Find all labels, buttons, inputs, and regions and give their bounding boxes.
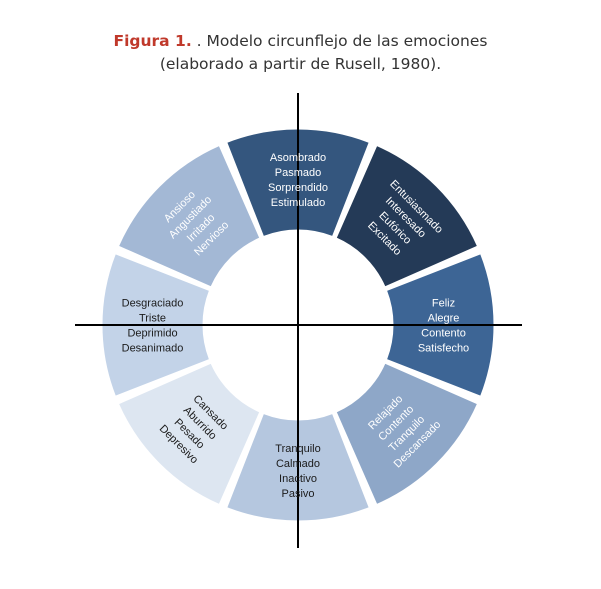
- emotion-word: Deprimido: [127, 328, 177, 340]
- figure-title: . Modelo circunflejo de las emociones: [196, 32, 488, 50]
- figure-subtitle: (elaborado a partir de Rusell, 1980).: [159, 55, 442, 73]
- emotion-word: Pasmado: [275, 167, 321, 179]
- emotion-word: Calmado: [276, 458, 320, 470]
- figure-caption: Figura 1. . Modelo circunflejo de las em…: [0, 30, 601, 76]
- segment-top-right: [335, 144, 479, 288]
- figure-label: Figura 1.: [113, 32, 192, 50]
- emotion-word: Pasivo: [281, 488, 314, 500]
- emotion-word: Desanimado: [122, 343, 184, 355]
- segment-top-left: [117, 144, 261, 288]
- emotion-word: Contento: [421, 328, 466, 340]
- emotion-word: Asombrado: [270, 152, 326, 164]
- emotion-word: Estimulado: [271, 197, 325, 209]
- emotion-word: Satisfecho: [418, 343, 469, 355]
- emotion-word: Desgraciado: [122, 298, 184, 310]
- caption-title-line: Figura 1. . Modelo circunflejo de las em…: [0, 30, 601, 53]
- segment-bottom-right: [335, 362, 479, 506]
- emotion-word: Triste: [139, 313, 166, 325]
- emotion-word: Alegre: [428, 313, 460, 325]
- emotion-word: Inactivo: [279, 473, 317, 485]
- segment-bottom-left: [117, 362, 261, 506]
- emotion-word: Feliz: [432, 298, 455, 310]
- axes: [75, 93, 522, 548]
- emotion-word: Sorprendido: [268, 182, 328, 194]
- emotion-word: Tranquilo: [275, 443, 320, 455]
